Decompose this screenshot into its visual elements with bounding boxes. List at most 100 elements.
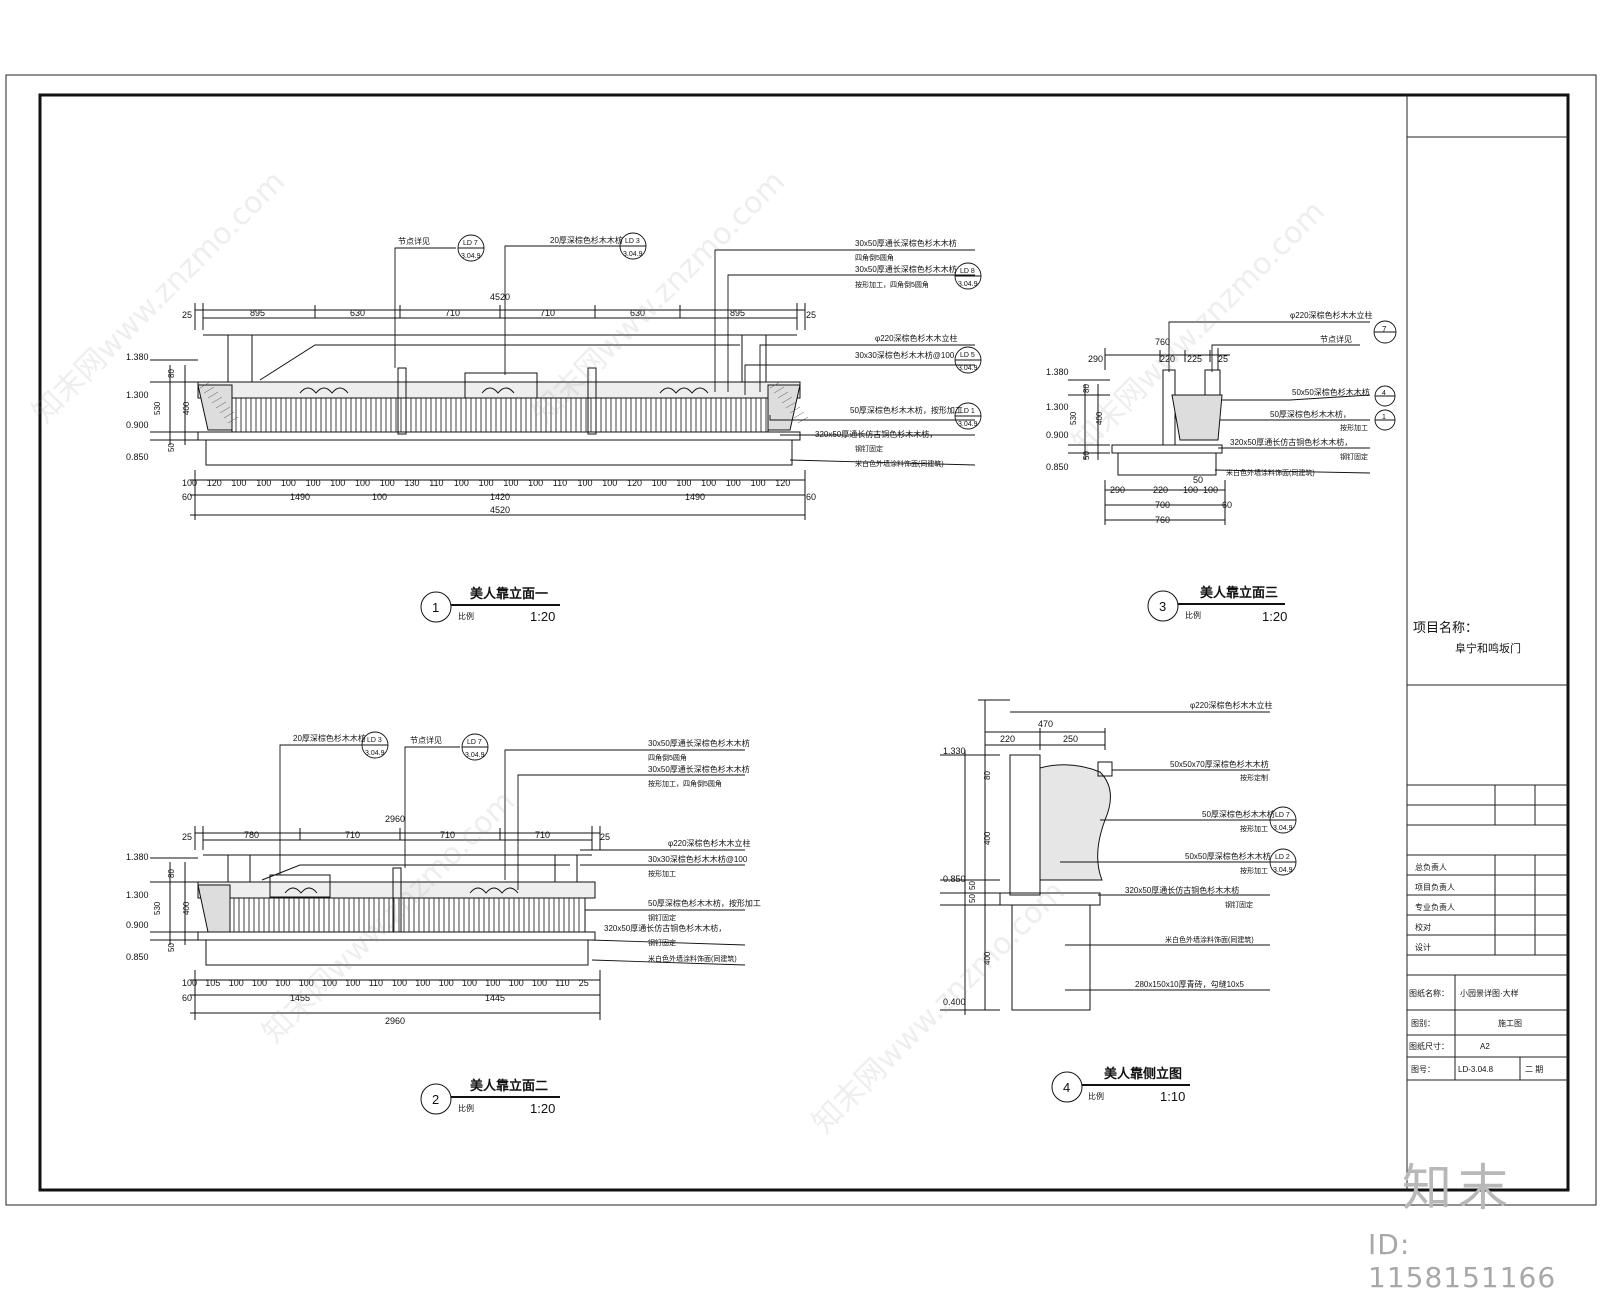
hatch-line	[785, 401, 797, 409]
v1-top-dim-3: 710	[445, 308, 460, 318]
v2-callout-node: 节点详见	[410, 735, 442, 745]
v3-vert-dim-2: 530	[1069, 411, 1078, 425]
sheet-type-label: 图别：	[1411, 1019, 1435, 1028]
v3-callout-node: 节点详见	[1320, 334, 1352, 344]
bottom-dim-label: 100	[252, 978, 267, 988]
sheet-no-extra: 二 期	[1525, 1065, 1543, 1074]
v3-base-dim-1: 60	[1222, 500, 1232, 510]
v3-callout-seat-sub: 钢钉固定	[1340, 452, 1368, 461]
v1-ref-node-a: LD 7	[463, 240, 478, 247]
view1-refs	[457, 232, 982, 430]
view3-refs	[1373, 320, 1397, 431]
view2-leaders	[279, 744, 746, 966]
v2-callout-rail2-sub: 按形加工，四角倒5圆角	[648, 779, 722, 788]
bottom-dim-label: 120	[775, 478, 790, 488]
v3-vert-dim-0: 80	[1082, 384, 1091, 393]
bottom-dim-label: 100	[231, 478, 246, 488]
v3-top-dim-2: 225	[1187, 354, 1202, 364]
v2-callout-rail2: 30x50厚通长深棕色杉木木枋	[648, 764, 750, 774]
v1-callout-rail2-sub: 按形加工，四角倒5圆角	[855, 280, 929, 289]
bottom-dim-label: 25	[579, 978, 589, 988]
v3-callout-seat: 320x50厚通长仿古铜色杉木木枋，	[1230, 437, 1352, 447]
hatch-line	[223, 411, 235, 419]
v1-scale-word: 比例	[458, 611, 474, 621]
bottom-dim-label: 100	[701, 478, 716, 488]
v1-callout-slat: 30x30深棕色杉木木枋@100	[855, 350, 955, 360]
v1-vert-dim-1: 400	[182, 401, 191, 415]
view4-section	[940, 699, 1113, 1015]
v2-callout-rail1-sub: 四角倒5圆角	[648, 753, 687, 762]
role-designer: 设计	[1415, 942, 1431, 952]
v2-top-dim-2: 710	[345, 830, 360, 840]
v4-number: 4	[1063, 1080, 1070, 1095]
role-chief: 总负责人	[1415, 862, 1447, 872]
v4-callout-brick: 280x150x10厚青砖，勾缝10x5	[1135, 979, 1244, 989]
sheet-no-label: 图号：	[1411, 1065, 1435, 1074]
bottom-dim-label: 100	[454, 478, 469, 488]
bottom-dim-label: 110	[555, 978, 569, 988]
v4-vert-dim-4: 400	[983, 951, 992, 965]
hatch-line	[219, 406, 231, 414]
v1-top-dim-6: 895	[730, 308, 745, 318]
inner-frame	[38, 93, 1570, 1192]
v2-title-circle	[420, 1083, 452, 1115]
v1-overall-bottom: 4520	[490, 505, 510, 515]
v2-callout-seat: 320x50厚通长仿古铜色杉木木枋，	[604, 923, 726, 933]
v4-callout-board: 50厚深棕色杉木木枋	[1202, 809, 1275, 819]
v4-level-1: 0.850	[943, 874, 966, 884]
v3-callout-board-sub: 按形加工	[1340, 423, 1368, 432]
v2-title: 美人靠立面二	[470, 1078, 548, 1093]
view3-elevation	[1068, 348, 1230, 525]
view1-slats	[235, 398, 767, 432]
v3-callout-post: φ220深棕色杉木木立柱	[1290, 310, 1373, 320]
title-block	[1406, 95, 1568, 1190]
v1-level-3: 0.850	[126, 452, 149, 462]
v1-title-circle	[420, 591, 452, 623]
hatch-line	[769, 381, 781, 389]
v3-title-circle	[1147, 590, 1179, 622]
v1-base-mid: 100	[372, 492, 387, 502]
view4-leaders	[1010, 711, 1270, 991]
v4-title: 美人靠侧立图	[1104, 1066, 1182, 1081]
bottom-dim-label: 100	[299, 978, 314, 988]
hatch-line	[215, 401, 227, 409]
v2-level-1: 1.300	[126, 890, 149, 900]
role-project-lead: 项目负责人	[1415, 882, 1455, 892]
v4-callout-cap: 50x50x70厚深棕色杉木木枋	[1170, 759, 1269, 769]
v3-bottom-dim-0: 290	[1110, 485, 1125, 495]
v2-ref-node-a: LD 7	[467, 739, 482, 746]
v4-callout-slat-sub: 按形加工	[1240, 866, 1268, 875]
v1-top-dim-0: 25	[182, 310, 192, 320]
v4-vert-dim-1: 400	[983, 831, 992, 845]
v3-base-small: 50	[1193, 475, 1203, 485]
v3-callout-board: 50厚深棕色杉木木枋，	[1270, 409, 1351, 419]
v3-top-dim-3: 25	[1218, 354, 1228, 364]
bottom-dim-label: 100	[509, 978, 524, 988]
v3-bottom-dim-1: 220	[1153, 485, 1168, 495]
hatch-line	[203, 386, 215, 394]
v2-level-0: 1.380	[126, 852, 149, 862]
v1-ref-board50-b: 3.04.9	[958, 421, 978, 428]
bottom-dim-label: 100	[602, 478, 617, 488]
bottom-dim-label: 110	[553, 478, 567, 488]
brand-logo: 知末	[1402, 1159, 1514, 1217]
v1-callout-rail2: 30x50厚通长深棕色杉木木枋	[855, 264, 957, 274]
v4-top-dim-1: 220	[1000, 734, 1015, 744]
bottom-dim-label: 100	[345, 978, 360, 988]
drawing-name-value: 小园景详图·大样	[1460, 988, 1519, 998]
bottom-dim-label: 100	[676, 478, 691, 488]
v3-overall-top: 760	[1155, 337, 1170, 347]
v2-vert-dim-1: 400	[182, 901, 191, 915]
v1-callout-seat: 320x50厚通长仿古铜色杉木木枋，	[815, 429, 937, 439]
v1-overall-top: 4520	[490, 292, 510, 302]
v4-scale: 1:10	[1160, 1089, 1185, 1104]
v2-vert-dim-3: 50	[167, 943, 176, 952]
bottom-dim-label: 100	[322, 978, 337, 988]
v1-top-dim-2: 630	[350, 308, 365, 318]
v1-base-dim-2: 1420	[490, 492, 510, 502]
v1-top-dim-7: 25	[806, 310, 816, 320]
drawing-name-label: 图纸名称：	[1409, 988, 1449, 998]
v1-vert-dim-2: 530	[153, 401, 162, 415]
